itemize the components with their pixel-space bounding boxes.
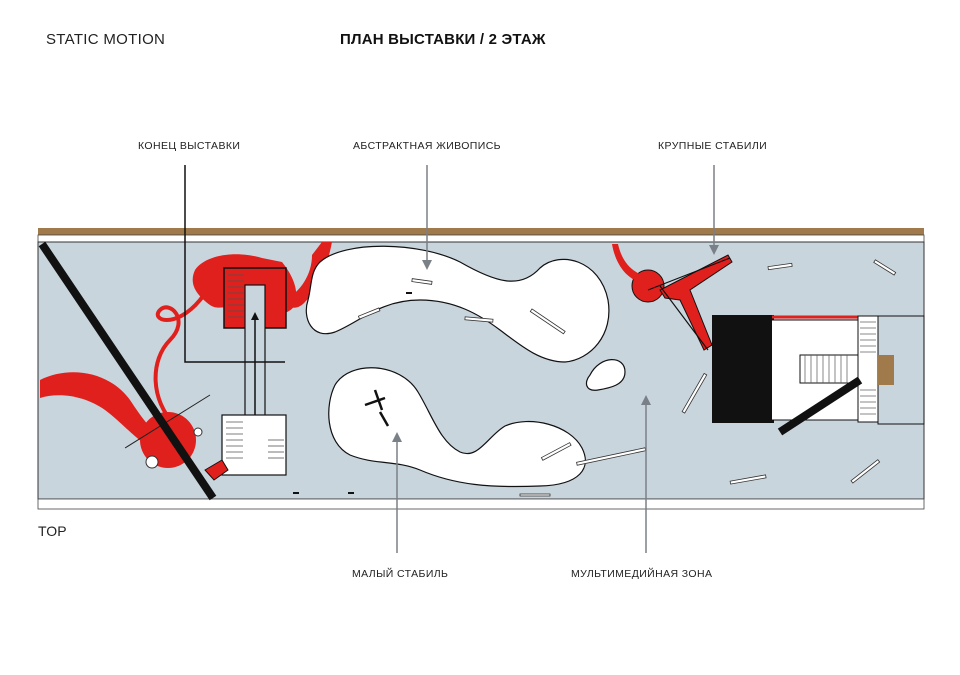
- wall-top-wood: [38, 228, 924, 235]
- red-blob-top: [285, 242, 332, 308]
- view-label: TOP: [38, 523, 67, 539]
- island-small: [585, 359, 626, 391]
- stair-lower: [221, 414, 287, 476]
- label-small-stabile: МАЛЫЙ СТАБИЛЬ: [352, 568, 449, 580]
- leader-abstract-painting: [422, 165, 432, 270]
- label-large-stabiles: КРУПНЫЕ СТАБИЛИ: [658, 140, 768, 152]
- diagonal-wall: [38, 241, 217, 501]
- wall-bottom: [37, 498, 925, 510]
- label-multimedia-zone: МУЛЬТИМЕДИЙНАЯ ЗОНА: [571, 568, 713, 580]
- small-stabile-sculpture: [364, 389, 390, 427]
- leader-large-stabiles: [709, 165, 719, 255]
- wall-top: [37, 234, 925, 243]
- brand-name: STATIC MOTION: [46, 31, 166, 48]
- leader-small-stabile: [392, 432, 402, 553]
- island-upper: [305, 245, 610, 363]
- leader-exhibition-end: [184, 165, 285, 363]
- leader-multimedia-zone: [641, 395, 651, 553]
- island-lower: [328, 367, 586, 488]
- page-title: ПЛАН ВЫСТАВКИ / 2 ЭТАЖ: [340, 31, 546, 48]
- dark-beam: [777, 376, 863, 436]
- red-ribbon-right: [612, 244, 645, 282]
- label-exhibition-end: КОНЕЦ ВЫСТАВКИ: [138, 140, 241, 152]
- label-abstract-painting: АБСТРАКТНАЯ ЖИВОПИСЬ: [353, 140, 501, 152]
